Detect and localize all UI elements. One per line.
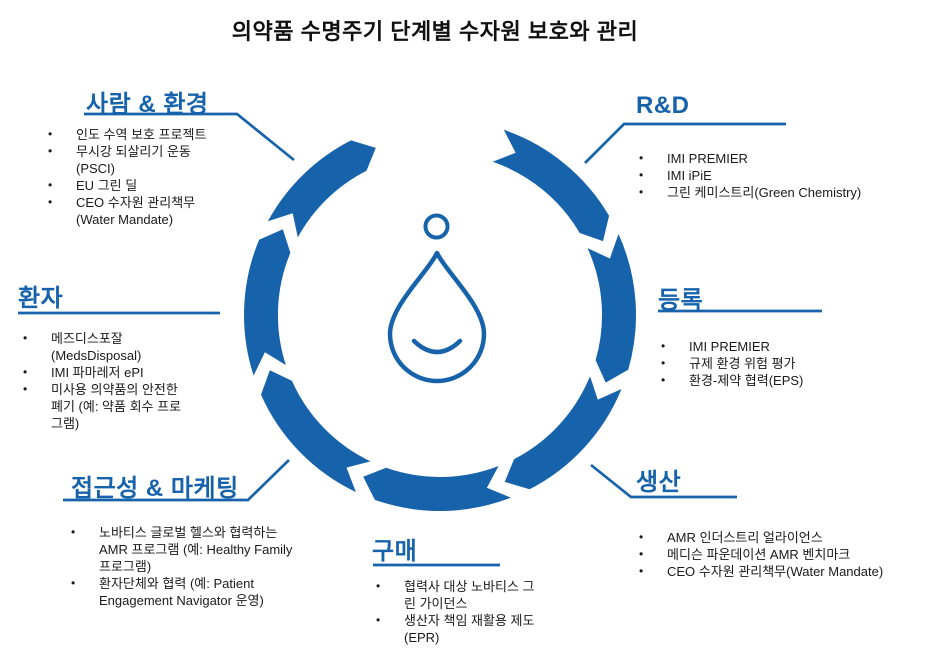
list-item: 규제 환경 위험 평가 — [659, 355, 899, 372]
list-item: CEO 수자원 관리책무(Water Mandate) — [637, 563, 927, 580]
list-item-text: AMR 인더스트리 얼라이언스 — [667, 530, 823, 545]
list-item: 생산자 책임 재활용 제도 (EPR) — [374, 612, 584, 646]
water-droplet-icon — [387, 213, 487, 384]
cycle-arrow-segment-bottom-right — [504, 376, 622, 490]
list-item: 미사용 의약품의 안전한 폐기 (예: 약품 회수 프로 그램) — [21, 381, 236, 432]
cycle-arrow-segment-bottom-left — [261, 370, 371, 493]
list-registration: IMI PREMIER 규제 환경 위험 평가 환경-제약 협력(EPS) — [659, 338, 899, 389]
list-item-text: 노바티스 글로벌 헬스와 협력하는 AMR 프로그램 (예: Healthy F… — [99, 525, 293, 574]
page-title: 의약품 수명주기 단계별 수자원 보호와 관리 — [231, 19, 639, 44]
list-item-text: IMI iPiE — [667, 168, 712, 183]
section-heading-purchase: 구매 — [372, 538, 418, 565]
list-item: 무시강 되살리기 운동 (PSCI) — [46, 143, 266, 177]
cycle-arrow-segment-top-right — [492, 129, 610, 242]
list-item: AMR 인더스트리 얼라이언스 — [637, 529, 927, 546]
list-item: 협력사 대상 노바티스 그 린 가이던스 — [374, 578, 584, 612]
connector-production — [590, 463, 737, 499]
cycle-arrow-ring — [244, 129, 637, 512]
cycle-arrow-segment-top-left — [267, 140, 376, 238]
list-item-text: CEO 수자원 관리책무(Water Mandate) — [667, 564, 884, 579]
list-item: 환자단체와 협력 (예: Patient Engagement Navigato… — [69, 575, 349, 609]
list-item-text: 규제 환경 위험 평가 — [689, 356, 796, 371]
list-item: IMI PREMIER — [637, 150, 917, 167]
list-item-text: 생산자 책임 재활용 제도 (EPR) — [404, 613, 535, 645]
list-item-text: 환경-제약 협력(EPS) — [689, 373, 804, 388]
cycle-arrow-segment-bottom — [363, 466, 511, 512]
section-heading-patient: 환자 — [18, 285, 64, 312]
list-item: CEO 수자원 관리책무 (Water Mandate) — [46, 194, 266, 228]
section-heading-registration: 등록 — [658, 287, 704, 314]
section-heading-people-environment: 사람 & 환경 — [86, 91, 209, 118]
list-item-text: 미사용 의약품의 안전한 폐기 (예: 약품 회수 프로 그램) — [51, 382, 182, 431]
connector-rnd — [584, 122, 786, 164]
list-item-text: CEO 수자원 관리책무 (Water Mandate) — [76, 195, 196, 227]
list-item: 메디슨 파운데이션 AMR 벤치마크 — [637, 546, 927, 563]
droplet-smile — [411, 338, 463, 355]
list-item: IMI PREMIER — [659, 338, 899, 355]
list-item-text: EU 그린 딜 — [76, 178, 138, 193]
list-item: 메즈디스포잘 (MedsDisposal) — [21, 330, 236, 364]
list-item: IMI 파마레저 ePI — [21, 364, 236, 381]
droplet-outline — [387, 250, 487, 384]
list-patient: 메즈디스포잘 (MedsDisposal) IMI 파마레저 ePI 미사용 의… — [21, 330, 236, 432]
section-heading-production: 생산 — [636, 469, 682, 496]
list-item: 환경-제약 협력(EPS) — [659, 372, 899, 389]
list-item: 그린 케미스트리(Green Chemistry) — [637, 184, 917, 201]
list-item-text: 협력사 대상 노바티스 그 린 가이던스 — [404, 579, 535, 611]
connector-accessibility-marketing — [63, 459, 290, 502]
list-item-text: IMI 파마레저 ePI — [51, 365, 144, 380]
list-item: 노바티스 글로벌 헬스와 협력하는 AMR 프로그램 (예: Healthy F… — [69, 524, 349, 575]
list-purchase: 협력사 대상 노바티스 그 린 가이던스 생산자 책임 재활용 제도 (EPR) — [374, 578, 584, 646]
list-accessibility-marketing: 노바티스 글로벌 헬스와 협력하는 AMR 프로그램 (예: Healthy F… — [69, 524, 349, 609]
list-item-text: 그린 케미스트리(Green Chemistry) — [667, 185, 862, 200]
list-item-text: IMI PREMIER — [667, 151, 748, 166]
list-production: AMR 인더스트리 얼라이언스 메디슨 파운데이션 AMR 벤치마크 CEO 수… — [637, 529, 927, 580]
list-item-text: 메디슨 파운데이션 AMR 벤치마크 — [667, 547, 851, 562]
list-people-environment: 인도 수역 보호 프로젝트 무시강 되살리기 운동 (PSCI) EU 그린 딜… — [46, 126, 266, 228]
list-item-text: 인도 수역 보호 프로젝트 — [76, 127, 207, 142]
droplet-dot — [423, 213, 450, 240]
list-item-text: 환자단체와 협력 (예: Patient Engagement Navigato… — [99, 576, 264, 608]
connector-people-environment — [84, 112, 295, 162]
connector-lines — [18, 112, 822, 567]
cycle-arrow-segment-left — [244, 229, 291, 376]
list-item: IMI iPiE — [637, 167, 917, 184]
list-item-text: IMI PREMIER — [689, 339, 770, 354]
list-rnd: IMI PREMIER IMI iPiE 그린 케미스트리(Green Chem… — [637, 150, 917, 201]
list-item-text: 무시강 되살리기 운동 (PSCI) — [76, 144, 191, 176]
list-item: EU 그린 딜 — [46, 177, 266, 194]
section-heading-rnd: R&D — [636, 92, 690, 119]
list-item-text: 메즈디스포잘 (MedsDisposal) — [51, 331, 142, 363]
cycle-arrow-segment-right — [587, 234, 637, 383]
section-heading-accessibility-marketing: 접근성 & 마케팅 — [71, 475, 239, 502]
list-item: 인도 수역 보호 프로젝트 — [46, 126, 266, 143]
